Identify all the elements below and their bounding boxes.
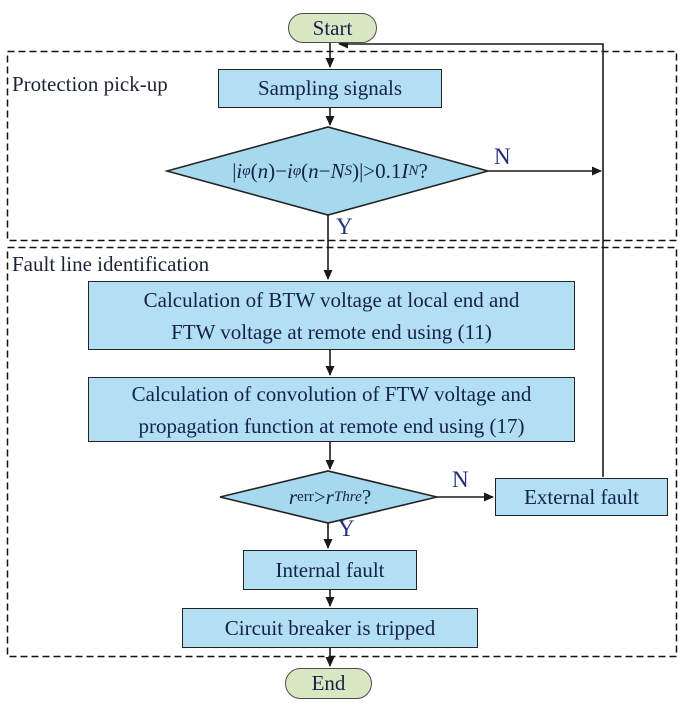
pickup-decision-diamond — [163, 126, 492, 216]
process-internal-fault: Internal fault — [243, 550, 417, 590]
calc2-line1: Calculation of convolution of FTW voltag… — [131, 381, 532, 406]
region-protection-pickup-border — [6, 50, 678, 242]
edge-feedback-loop — [338, 39, 604, 477]
calc1-line2: FTW voltage at remote end using (11) — [171, 319, 492, 344]
start-label: Start — [312, 15, 353, 40]
ratio-no-label: N — [452, 467, 469, 492]
region-fault-line-identification-border — [6, 246, 678, 658]
end-label: End — [311, 671, 346, 696]
circuit-breaker-label: Circuit breaker is tripped — [224, 615, 436, 640]
process-external-fault: External fault — [495, 478, 668, 516]
region-label-fault-line-identification: Fault line identification — [12, 252, 210, 276]
process-circuit-breaker-tripped: Circuit breaker is tripped — [182, 608, 478, 648]
ratio-decision-diamond — [219, 470, 438, 524]
end-terminal: End — [285, 668, 372, 699]
external-fault-label: External fault — [524, 484, 639, 509]
calc1-line1: Calculation of BTW voltage at local end … — [143, 287, 520, 312]
process-sampling-signals: Sampling signals — [218, 69, 442, 108]
ratio-yes-label: Y — [338, 516, 355, 541]
internal-fault-label: Internal fault — [275, 557, 385, 582]
region-label-protection-pickup: Protection pick-up — [12, 72, 168, 96]
process-calc-convolution: Calculation of convolution of FTW voltag… — [88, 377, 575, 442]
process-calc-btw-ftw-voltage: Calculation of BTW voltage at local end … — [88, 281, 575, 350]
calc2-line2: propagation function at remote end using… — [138, 413, 525, 438]
pickup-no-label: N — [494, 144, 511, 169]
pickup-yes-label: Y — [336, 214, 353, 239]
start-terminal: Start — [288, 13, 377, 43]
sampling-label: Sampling signals — [257, 76, 403, 101]
